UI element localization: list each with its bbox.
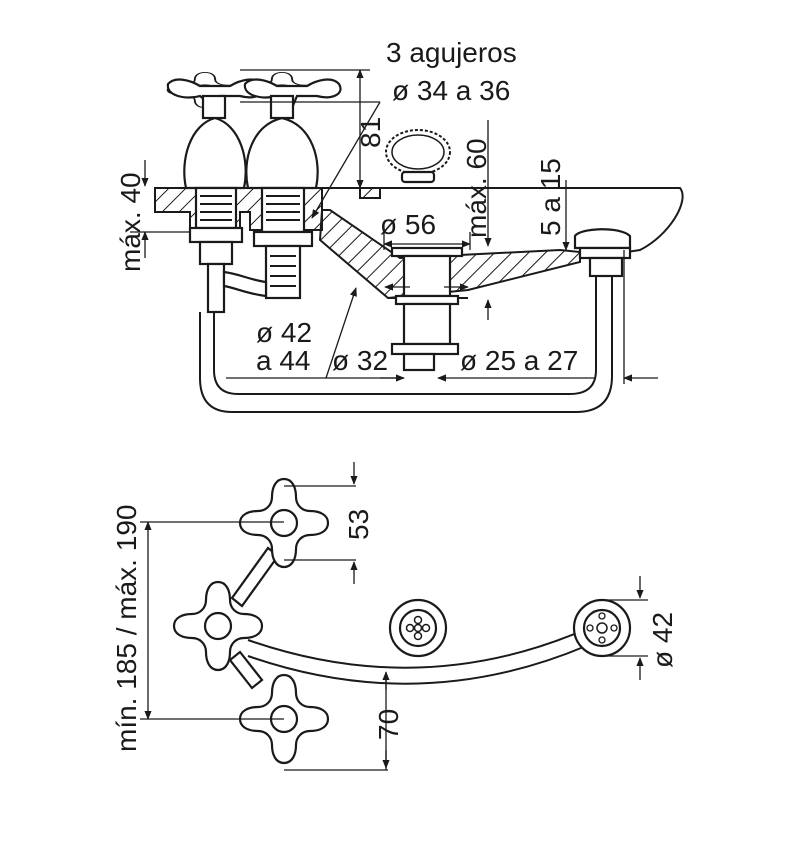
center-distance-label: mín. 185 / máx. 190 [111,505,142,752]
side-dimensions [130,69,658,384]
spout-base-label-1: ø 42 [256,317,312,348]
max-depth-label: máx. 60 [461,138,492,238]
handle-spacing-top-label: 53 [343,509,374,540]
right-valve [222,116,319,300]
pipe-diameter-label: ø 32 [332,345,388,376]
side-view: 3 agujeros ø 34 a 36 81 máx. 40 máx. 60 … [115,37,684,413]
handle-height-label: 81 [355,117,386,148]
overflow-diameter-label: ø 42 [647,612,678,668]
rim-offset-label: 5 a 15 [535,158,566,236]
holes-label: 3 agujeros [386,37,517,68]
arm-lower [228,650,264,690]
spout-base-label-2: a 44 [256,345,311,376]
handle-spacing-bottom-label: 70 [373,709,404,740]
top-dimensions [140,462,648,771]
arm-upper [230,546,280,608]
drain-diameter-label: ø 56 [380,209,436,240]
hole-diameter-label: ø 34 a 36 [392,75,510,106]
spout-curve [247,629,585,669]
cross-handle-icon [238,477,330,569]
chain-plug-icon [385,129,451,184]
pipe-offset-label: ø 25 a 27 [460,345,578,376]
top-view: mín. 185 / máx. 190 53 70 ø 42 [111,462,678,771]
overflow-pipe [199,228,632,413]
drain-assembly [390,246,464,372]
overflow-icon [572,598,632,658]
max-thickness-label: máx. 40 [115,172,146,272]
left-valve [183,116,247,314]
drain-grate-icon [388,598,448,658]
